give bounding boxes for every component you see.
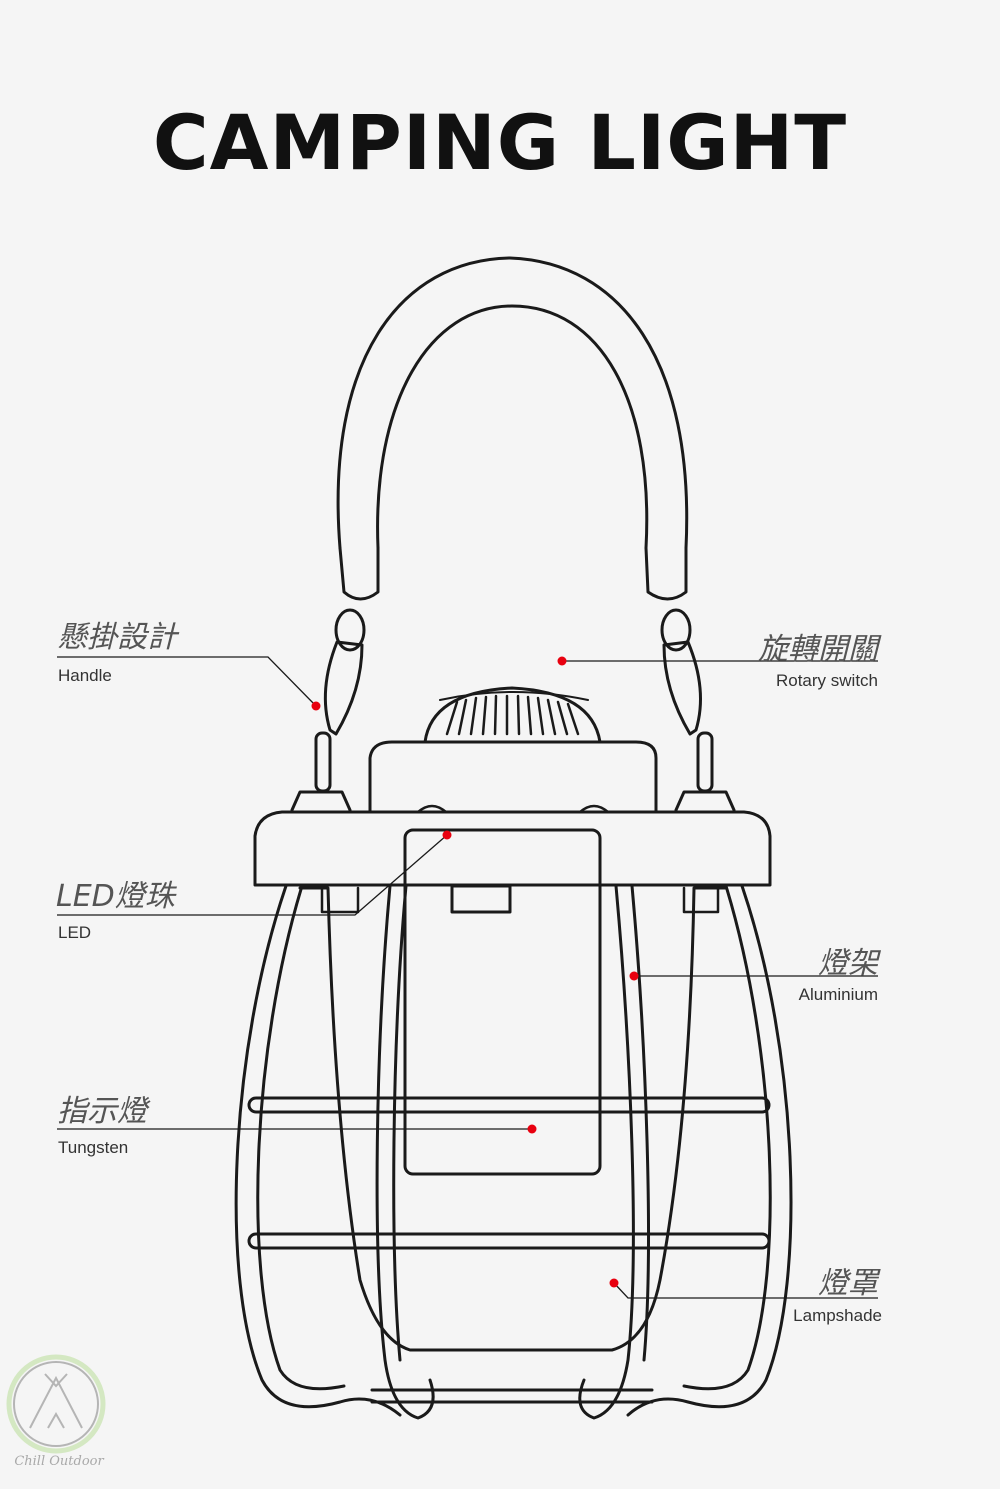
light-window: [403, 828, 602, 1176]
lamp-body: [298, 886, 728, 1352]
page-title: CAMPING LIGHT: [152, 98, 848, 187]
top-plate: [253, 810, 772, 887]
label-lampshade-zh: 燈罩: [818, 1266, 878, 1301]
label-indicator-en: Tungsten: [58, 1138, 129, 1157]
marker-frame: [629, 971, 639, 981]
label-frame-en: Aluminium: [798, 985, 878, 1004]
leader-led: [57, 834, 448, 916]
switch-ribs: [445, 694, 580, 736]
right-carabiner: [660, 608, 714, 793]
rotary-switch: [423, 686, 602, 744]
label-rotary-switch-en: Rotary switch: [775, 671, 878, 690]
led-module: [450, 884, 512, 914]
marker-rotary-switch: [557, 656, 567, 666]
label-led-en: LED: [58, 923, 92, 942]
brand-logo-text: Chill Outdoor: [14, 1454, 104, 1469]
label-rotary-switch-zh: 旋轉開關: [758, 632, 878, 667]
upper-body: [368, 740, 658, 814]
label-led-zh: LED燈珠: [56, 879, 175, 914]
label-indicator-zh: 指示燈: [57, 1094, 147, 1129]
leader-handle: [57, 656, 317, 707]
brand-logo-icon: [6, 1354, 106, 1454]
left-carabiner: [314, 608, 366, 793]
marker-lampshade: [609, 1278, 619, 1288]
label-handle-zh: 懸掛設計: [57, 620, 177, 655]
handle-strap: [336, 256, 689, 601]
label-frame-zh: 燈架: [818, 946, 878, 981]
marker-indicator: [527, 1124, 537, 1134]
leader-lampshade: [613, 1282, 878, 1299]
frame-cage: [234, 884, 793, 1420]
marker-handle: [311, 701, 321, 711]
marker-led: [442, 830, 452, 840]
label-lampshade-en: Lampshade: [793, 1306, 882, 1325]
label-handle-en: Handle: [58, 666, 112, 685]
